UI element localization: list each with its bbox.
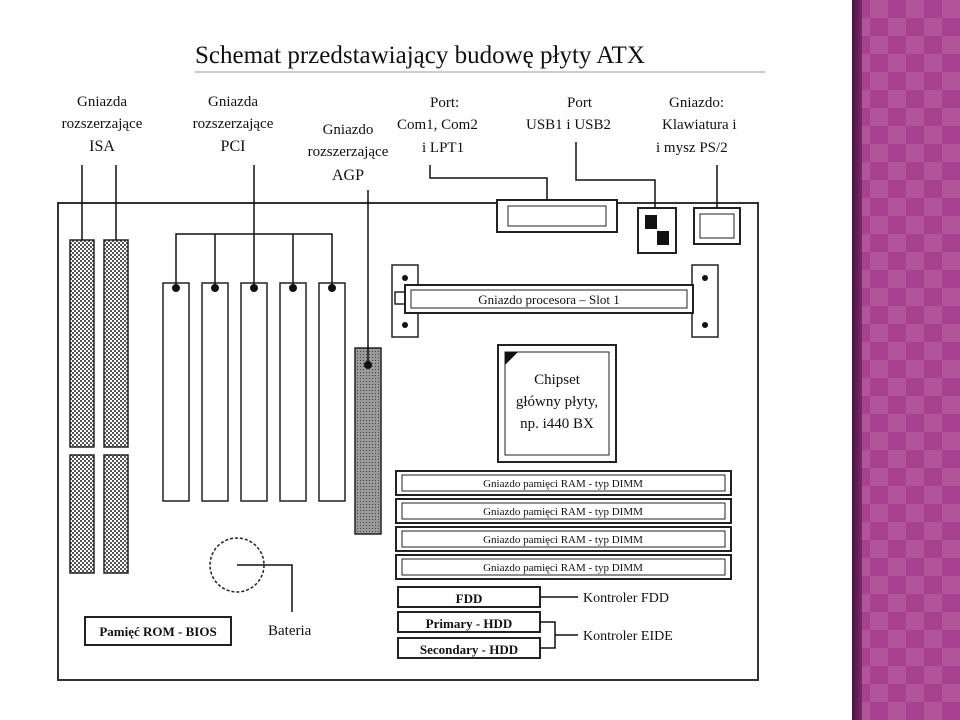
ps2-port bbox=[693, 207, 741, 245]
pci-slot bbox=[162, 282, 190, 502]
battery-label: Bateria bbox=[268, 623, 312, 639]
label-usb-line1: Port bbox=[567, 95, 593, 111]
label-com-line2: Com1, Com2 bbox=[397, 117, 478, 133]
chipset bbox=[497, 344, 617, 463]
isa-slot bbox=[69, 454, 95, 574]
primary-hdd-label: Primary - HDD bbox=[426, 616, 513, 631]
isa-slots bbox=[69, 165, 129, 574]
motherboard-diagram: Gniazda rozszerzające ISA Gniazda rozsze… bbox=[57, 71, 765, 681]
pci-slot bbox=[318, 282, 346, 502]
label-agp-line3: AGP bbox=[332, 167, 364, 184]
dimm-slot-label: Gniazdo pamięci RAM - typ DIMM bbox=[483, 478, 643, 490]
label-agp-line2: rozszerzające bbox=[308, 144, 389, 160]
motherboard-outline bbox=[57, 202, 759, 681]
fdd-controller-label: Kontroler FDD bbox=[583, 591, 669, 606]
pci-slots bbox=[162, 165, 346, 502]
dimm-slots bbox=[395, 470, 732, 580]
battery bbox=[209, 537, 293, 612]
drive-connectors bbox=[397, 586, 578, 659]
dimm-slot-label: Gniazdo pamięci RAM - typ DIMM bbox=[483, 562, 643, 574]
label-isa-line2: rozszerzające bbox=[62, 116, 143, 132]
bios-label: Pamięć ROM - BIOS bbox=[99, 624, 216, 639]
dimm-slot-label: Gniazdo pamięci RAM - typ DIMM bbox=[483, 506, 643, 518]
label-com-line3: i LPT1 bbox=[422, 140, 464, 156]
chipset-label-line2: główny płyty, bbox=[516, 394, 598, 410]
label-pci-line2: rozszerzające bbox=[193, 116, 274, 132]
side-decorative-panel bbox=[852, 0, 960, 720]
cpu-slot-label: Gniazdo procesora – Slot 1 bbox=[478, 292, 620, 307]
pci-slot bbox=[240, 282, 268, 502]
chipset-label-line1: Chipset bbox=[534, 372, 581, 388]
secondary-hdd-label: Secondary - HDD bbox=[420, 642, 518, 657]
cpu-slot bbox=[391, 264, 719, 338]
label-ps2-line1: Gniazdo: bbox=[669, 95, 724, 111]
label-ps2-line2: Klawiatura i bbox=[662, 117, 737, 133]
label-ps2-line3: i mysz PS/2 bbox=[656, 140, 728, 156]
isa-slot bbox=[103, 239, 129, 448]
label-pci-line3: PCI bbox=[221, 138, 246, 155]
dimm-slot-label: Gniazdo pamięci RAM - typ DIMM bbox=[483, 534, 643, 546]
eide-controller-label: Kontroler EIDE bbox=[583, 629, 673, 644]
pci-slot bbox=[201, 282, 229, 502]
label-agp-line1: Gniazdo bbox=[323, 122, 374, 138]
agp-slot bbox=[354, 190, 382, 535]
com-lpt-port bbox=[496, 199, 618, 233]
usb-port bbox=[637, 207, 677, 254]
label-pci-line1: Gniazda bbox=[208, 94, 258, 110]
label-isa-line1: Gniazda bbox=[77, 94, 127, 110]
isa-slot bbox=[69, 239, 95, 448]
bios-chip bbox=[84, 616, 232, 646]
label-com-line1: Port: bbox=[430, 95, 459, 111]
isa-slot bbox=[103, 454, 129, 574]
label-usb-line2: USB1 i USB2 bbox=[526, 117, 611, 133]
slide-title: Schemat przedstawiający budowę płyty ATX bbox=[195, 42, 645, 69]
label-isa-line3: ISA bbox=[89, 138, 115, 155]
pci-slot bbox=[279, 282, 307, 502]
port-connectors bbox=[429, 142, 741, 254]
chipset-label-line3: np. i440 BX bbox=[520, 416, 594, 432]
fdd-label: FDD bbox=[456, 591, 483, 606]
